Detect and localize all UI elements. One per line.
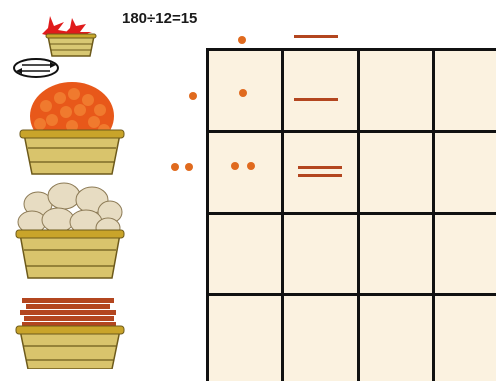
cell-dot [247, 162, 255, 170]
row-label-dot-one [189, 92, 197, 100]
row-label-dot-two-b [185, 163, 193, 171]
cell-dot [239, 89, 247, 97]
grid-vline [432, 51, 435, 381]
row-label-dot-two-a [171, 163, 179, 171]
bar-basket-icon [12, 292, 128, 369]
cell-dot [231, 162, 239, 170]
cell-bar [298, 166, 342, 169]
cell-bar [294, 98, 338, 101]
orange-basket-icon [16, 76, 128, 178]
grid-hline [209, 212, 496, 215]
grid-vline [357, 51, 360, 381]
placement-grid [206, 48, 496, 381]
grid-hline [209, 130, 496, 133]
header-bar-one [294, 35, 338, 38]
equation-text: 180÷12=15 [122, 10, 197, 27]
grid-hline [209, 293, 496, 296]
small-star-basket-icon [40, 12, 102, 58]
cell-bar [298, 174, 342, 177]
header-dot-one [238, 36, 246, 44]
shell-basket-icon [12, 176, 128, 282]
grid-vline [281, 51, 284, 381]
